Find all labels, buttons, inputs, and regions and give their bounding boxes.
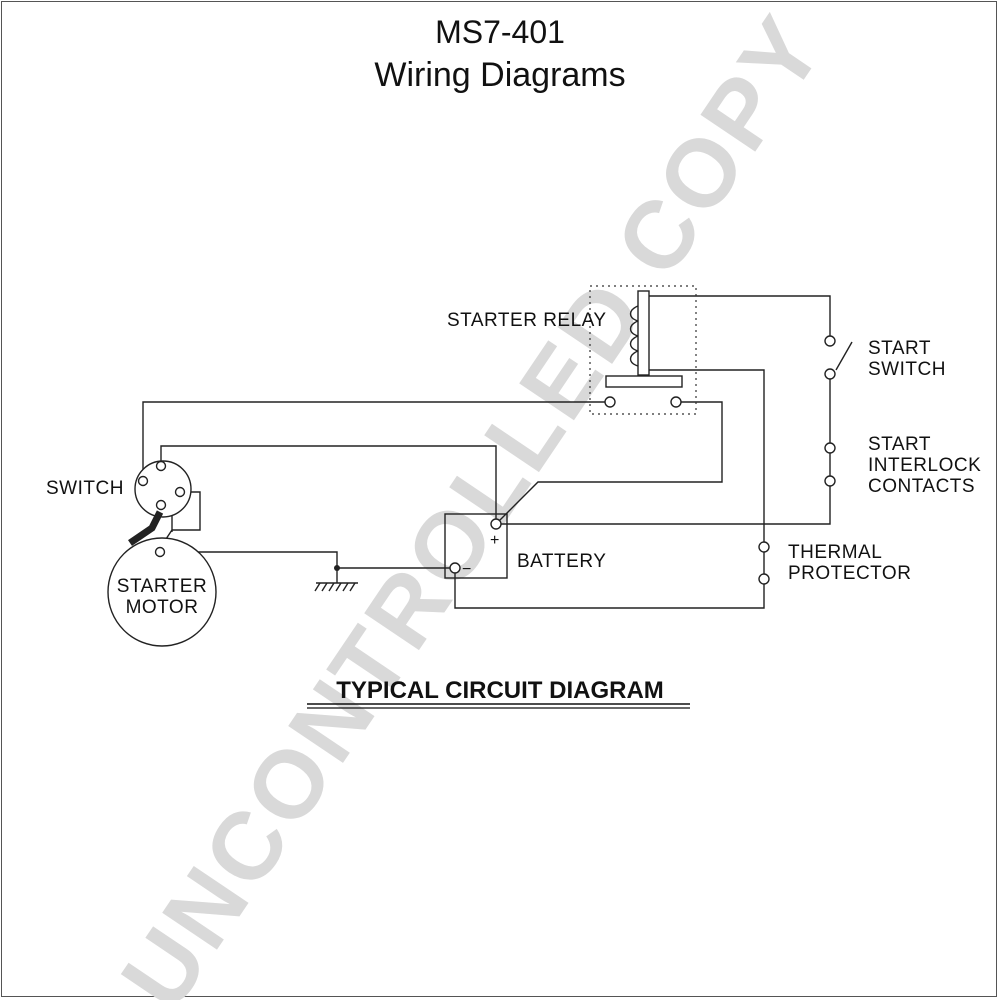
wire-coil-to-thermal — [648, 369, 765, 543]
battery-negative-terminal — [449, 562, 461, 574]
relay-armature — [605, 375, 683, 388]
thermal-terminal-top — [758, 541, 770, 553]
switch-terminal-top — [155, 460, 167, 472]
ground-junction — [334, 565, 340, 571]
relay-coil-winding — [629, 305, 639, 367]
ground-symbol — [314, 565, 358, 592]
wire-relay-to-switch — [142, 401, 606, 480]
interlock-terminal-bottom — [824, 475, 836, 487]
thermal-label-2: PROTECTOR — [788, 563, 911, 584]
wire-motor-to-ground — [160, 551, 455, 569]
interlock-label-2: INTERLOCK — [868, 455, 981, 476]
page-title: Wiring Diagrams — [374, 56, 626, 94]
battery-label: BATTERY — [517, 551, 606, 572]
start-switch-blade — [835, 341, 853, 371]
ground-hatch — [314, 582, 356, 592]
starter-motor: STARTER MOTOR — [107, 510, 217, 647]
relay-contact-right — [670, 396, 682, 408]
start-switch-terminal-bottom — [824, 368, 836, 380]
interlock-label-1: START — [868, 434, 931, 455]
switch-terminal-right — [174, 486, 186, 498]
starter-relay-label: STARTER RELAY — [447, 310, 607, 331]
thermal-protector: THERMAL PROTECTOR — [758, 541, 911, 585]
model-number: MS7-401 — [435, 14, 565, 50]
switch-to-motor-strap — [128, 510, 164, 546]
interlock-label-3: CONTACTS — [868, 476, 975, 497]
switch-body — [134, 460, 192, 518]
diagram-subtitle: TYPICAL CIRCUIT DIAGRAM — [336, 677, 664, 704]
starter-motor-body — [107, 537, 217, 647]
starter-relay: STARTER RELAY — [447, 285, 697, 415]
thermal-terminal-bottom — [758, 573, 770, 585]
start-switch-label-2: SWITCH — [868, 359, 946, 380]
relay-enclosure — [589, 285, 697, 415]
switch-terminal-left — [137, 475, 149, 487]
start-switch: START SWITCH — [824, 335, 946, 380]
wire-switch-to-motor — [159, 491, 201, 549]
interlock-terminal-top — [824, 442, 836, 454]
battery-positive-terminal — [490, 518, 502, 530]
thermal-label-1: THERMAL — [788, 542, 882, 563]
interlock-contacts: START INTERLOCK CONTACTS — [824, 434, 981, 497]
start-switch-label-1: START — [868, 338, 931, 359]
wire-switch-to-battery — [160, 445, 497, 524]
battery-body — [444, 513, 508, 579]
relay-coil-core — [637, 290, 650, 376]
wire-relay-to-battery — [495, 401, 723, 525]
switch-terminal-bottom — [155, 499, 167, 511]
wire-interlock-to-battery-positive — [496, 484, 831, 525]
start-switch-terminal-top — [824, 335, 836, 347]
wire-thermal-to-battery-negative — [454, 568, 765, 609]
battery-negative-sign: − — [462, 561, 472, 578]
starter-motor-terminal — [154, 546, 166, 558]
diagram-subtitle-group: TYPICAL CIRCUIT DIAGRAM — [307, 677, 690, 709]
wire-coil-to-start-switch — [648, 295, 831, 338]
relay-contact-left — [604, 396, 616, 408]
starter-motor-label-2: MOTOR — [126, 597, 199, 618]
watermark: UNCONTROLLED COPY — [101, 0, 845, 1000]
wires — [142, 295, 831, 609]
battery-positive-sign: + — [490, 532, 500, 549]
switch-label: SWITCH — [46, 478, 124, 499]
starter-motor-label-1: STARTER — [117, 576, 207, 597]
switch: SWITCH — [46, 460, 192, 518]
battery: + − BATTERY — [444, 513, 606, 579]
